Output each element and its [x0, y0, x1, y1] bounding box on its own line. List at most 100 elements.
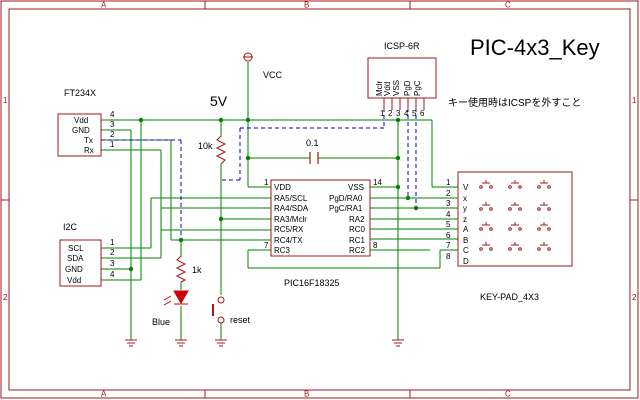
ft234x-num-1: 1: [110, 140, 115, 149]
keypad-key-11: [508, 242, 522, 251]
i2c-pin-scl: SCL: [68, 244, 84, 253]
mcu-pin-rc2: RC2: [349, 246, 366, 255]
ft234x-label: FT234X: [64, 88, 96, 98]
keypad-body: [457, 171, 573, 267]
ft234x-pin-rx: Rx: [84, 146, 94, 155]
keypad-pin-labels: V x y z A B C D: [463, 183, 469, 266]
mcu-pin-ra4: RA4/SDA: [274, 204, 309, 213]
border-col-a-bottom: A: [101, 390, 107, 399]
keypad-pin-b: B: [463, 236, 468, 245]
mcu-body: [270, 179, 371, 257]
pullup-resistor-value: 10k: [198, 141, 213, 151]
pullup-resistor: [215, 135, 227, 165]
mcu-pin-rc4: RC4/TX: [274, 236, 303, 245]
vcc-symbol: [243, 52, 253, 62]
mcu-num-1: 1: [264, 178, 269, 187]
i2c-label: I2C: [63, 222, 78, 232]
mcu-pin-vdd: VDD: [274, 183, 291, 192]
capacitor: [309, 152, 319, 164]
capacitor-value: 0.1: [306, 138, 319, 148]
keypad-key-10: [479, 242, 493, 251]
keypad-key-grid: [479, 180, 551, 251]
keypad-num-8: 8: [446, 252, 451, 261]
mcu-left-pins: VDD RA5/SCL RA4/SDA RA3/Mclr RC5/RX RC4/…: [264, 178, 309, 255]
keypad-pin-z: z: [463, 215, 467, 224]
icsp-label: ICSP-6R: [384, 41, 420, 51]
icsp-note: キー使用時はICSPを外すこと: [448, 96, 581, 109]
reset-button-symbol: [212, 296, 225, 340]
border-row-1-left: 1: [3, 96, 8, 105]
i2c-num-3: 3: [110, 259, 115, 268]
keypad-num-2: 2: [446, 189, 451, 198]
schematic-title: PIC-4x3_Key: [470, 35, 600, 60]
keypad-key-12: [537, 242, 551, 251]
ft234x-body: [57, 113, 102, 157]
mcu-pin-rc3: RC3: [274, 246, 291, 255]
ft234x-num-3: 3: [110, 120, 115, 129]
ft234x-pin-gnd: GND: [72, 126, 90, 135]
keypad-num-3: 3: [446, 199, 451, 208]
keypad-num-1: 1: [446, 178, 451, 187]
border-col-a-top: A: [101, 1, 107, 10]
mcu-pin-ra3: RA3/Mclr: [274, 215, 307, 224]
icsp-num-3: 3: [396, 109, 401, 118]
keypad-key-9: [537, 222, 551, 231]
keypad-pin-v: V: [463, 183, 469, 192]
icsp-pin-mclr: Mclr: [375, 81, 384, 96]
border-row-2-right: 2: [632, 293, 637, 302]
icsp-num-6: 6: [420, 109, 425, 118]
icsp-num-1: 1: [380, 109, 385, 118]
reset-label: reset: [230, 315, 251, 325]
keypad-key-7: [479, 222, 493, 231]
led-label: Blue: [152, 317, 170, 327]
keypad-num-5: 5: [446, 220, 451, 229]
vcc-label: VCC: [263, 70, 283, 80]
icsp-pin-labels: Mclr Vdd VSS PgD PgC: [375, 80, 422, 96]
i2c-num-2: 2: [110, 248, 115, 257]
keypad-key-8: [508, 222, 522, 231]
i2c-num-1: 1: [110, 238, 115, 247]
keypad-pin-a: A: [463, 225, 469, 234]
keypad-pin-x: x: [463, 194, 467, 203]
border-row-1-right: 1: [632, 96, 637, 105]
border-col-c-top: C: [505, 1, 511, 10]
keypad-key-5: [508, 202, 522, 211]
i2c-body: [59, 239, 102, 287]
keypad-num-4: 4: [446, 210, 451, 219]
keypad-key-2: [508, 180, 522, 189]
icsp-pin-pgd: PgD: [403, 80, 412, 96]
keypad-key-6: [537, 202, 551, 211]
icsp-pin-vdd: Vdd: [383, 82, 392, 96]
border-row-2-left: 2: [3, 293, 8, 302]
i2c-pin-sda: SDA: [67, 254, 84, 263]
icsp-pin-vss: VSS: [392, 80, 401, 96]
i2c-pin-gnd: GND: [65, 265, 83, 274]
keypad-key-4: [479, 202, 493, 211]
i2c-pin-vdd: Vdd: [67, 276, 81, 285]
mcu-pin-ra1: PgC/RA1: [329, 204, 363, 213]
led-symbol: [163, 290, 189, 306]
mcu-num-7: 7: [264, 241, 269, 250]
i2c-num-4: 4: [110, 270, 115, 279]
mcu-pin-rc5: RC5/RX: [274, 225, 304, 234]
border-col-c-bottom: C: [505, 390, 511, 399]
ft234x-num-4: 4: [110, 110, 115, 119]
keypad-label: KEY-PAD_4X3: [480, 292, 539, 302]
border-col-b-top: B: [304, 1, 309, 10]
icsp-num-4: 4: [404, 109, 409, 118]
icsp-dashed-wires: [101, 108, 417, 240]
keypad-pin-numbers: 1 2 3 4 5 6 7 8: [446, 178, 451, 261]
mcu-num-8: 8: [373, 241, 378, 250]
border-col-b-bottom: B: [304, 390, 309, 399]
wires: [101, 62, 458, 340]
led-resistor-value: 1k: [192, 265, 202, 275]
mcu-pin-rc1: RC1: [349, 236, 366, 245]
mcu-pin-ra5: RA5/SCL: [274, 194, 308, 203]
keypad-key-1: [479, 180, 493, 189]
icsp-num-5: 5: [412, 109, 417, 118]
five-v-label: 5V: [210, 93, 228, 109]
keypad-pin-y: y: [463, 204, 467, 213]
led-resistor: [175, 255, 187, 283]
mcu-pin-vss: VSS: [348, 183, 364, 192]
